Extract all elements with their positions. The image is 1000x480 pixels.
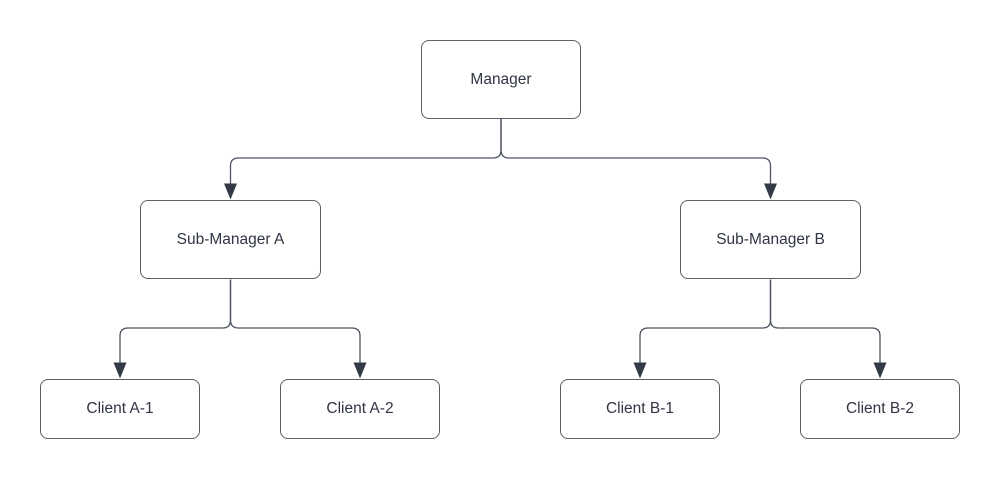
node-manager-label: Manager: [470, 70, 532, 88]
connector-manager-to-sub-manager-b: [500, 118, 772, 184]
connector-manager-to-sub-manager-a: [229, 118, 502, 184]
arrowhead-to-client-a1: [113, 362, 127, 379]
arrowhead-to-sub-manager-b: [764, 183, 777, 200]
node-client-a2-label: Client A-2: [326, 400, 394, 417]
node-client-b1-label: Client B-1: [605, 400, 675, 417]
node-manager: Manager: [421, 40, 581, 119]
node-client-b2-label: Client B-2: [845, 400, 915, 417]
node-sub-manager-b-label: Sub-Manager B: [716, 230, 825, 248]
connector-sub-manager-b-to-client-b2: [769, 279, 881, 363]
node-client-b1: Client B-1: [560, 379, 720, 439]
node-client-b2: Client B-2: [800, 379, 960, 439]
arrowhead-to-client-b1: [633, 362, 647, 379]
node-sub-manager-a-label: Sub-Manager A: [176, 230, 285, 248]
node-client-a2: Client A-2: [280, 379, 440, 439]
connector-sub-manager-a-to-client-a1: [119, 279, 232, 363]
arrowhead-to-client-b2: [873, 362, 887, 379]
connector-sub-manager-b-to-client-b1: [639, 279, 772, 363]
node-client-a1: Client A-1: [40, 379, 200, 439]
arrowhead-to-sub-manager-a: [224, 183, 237, 200]
connector-sub-manager-a-to-client-a2: [229, 279, 361, 363]
node-client-a1-label: Client A-1: [86, 400, 154, 417]
node-sub-manager-a: Sub-Manager A: [140, 200, 321, 279]
arrowhead-to-client-a2: [353, 362, 367, 379]
node-sub-manager-b: Sub-Manager B: [680, 200, 861, 279]
